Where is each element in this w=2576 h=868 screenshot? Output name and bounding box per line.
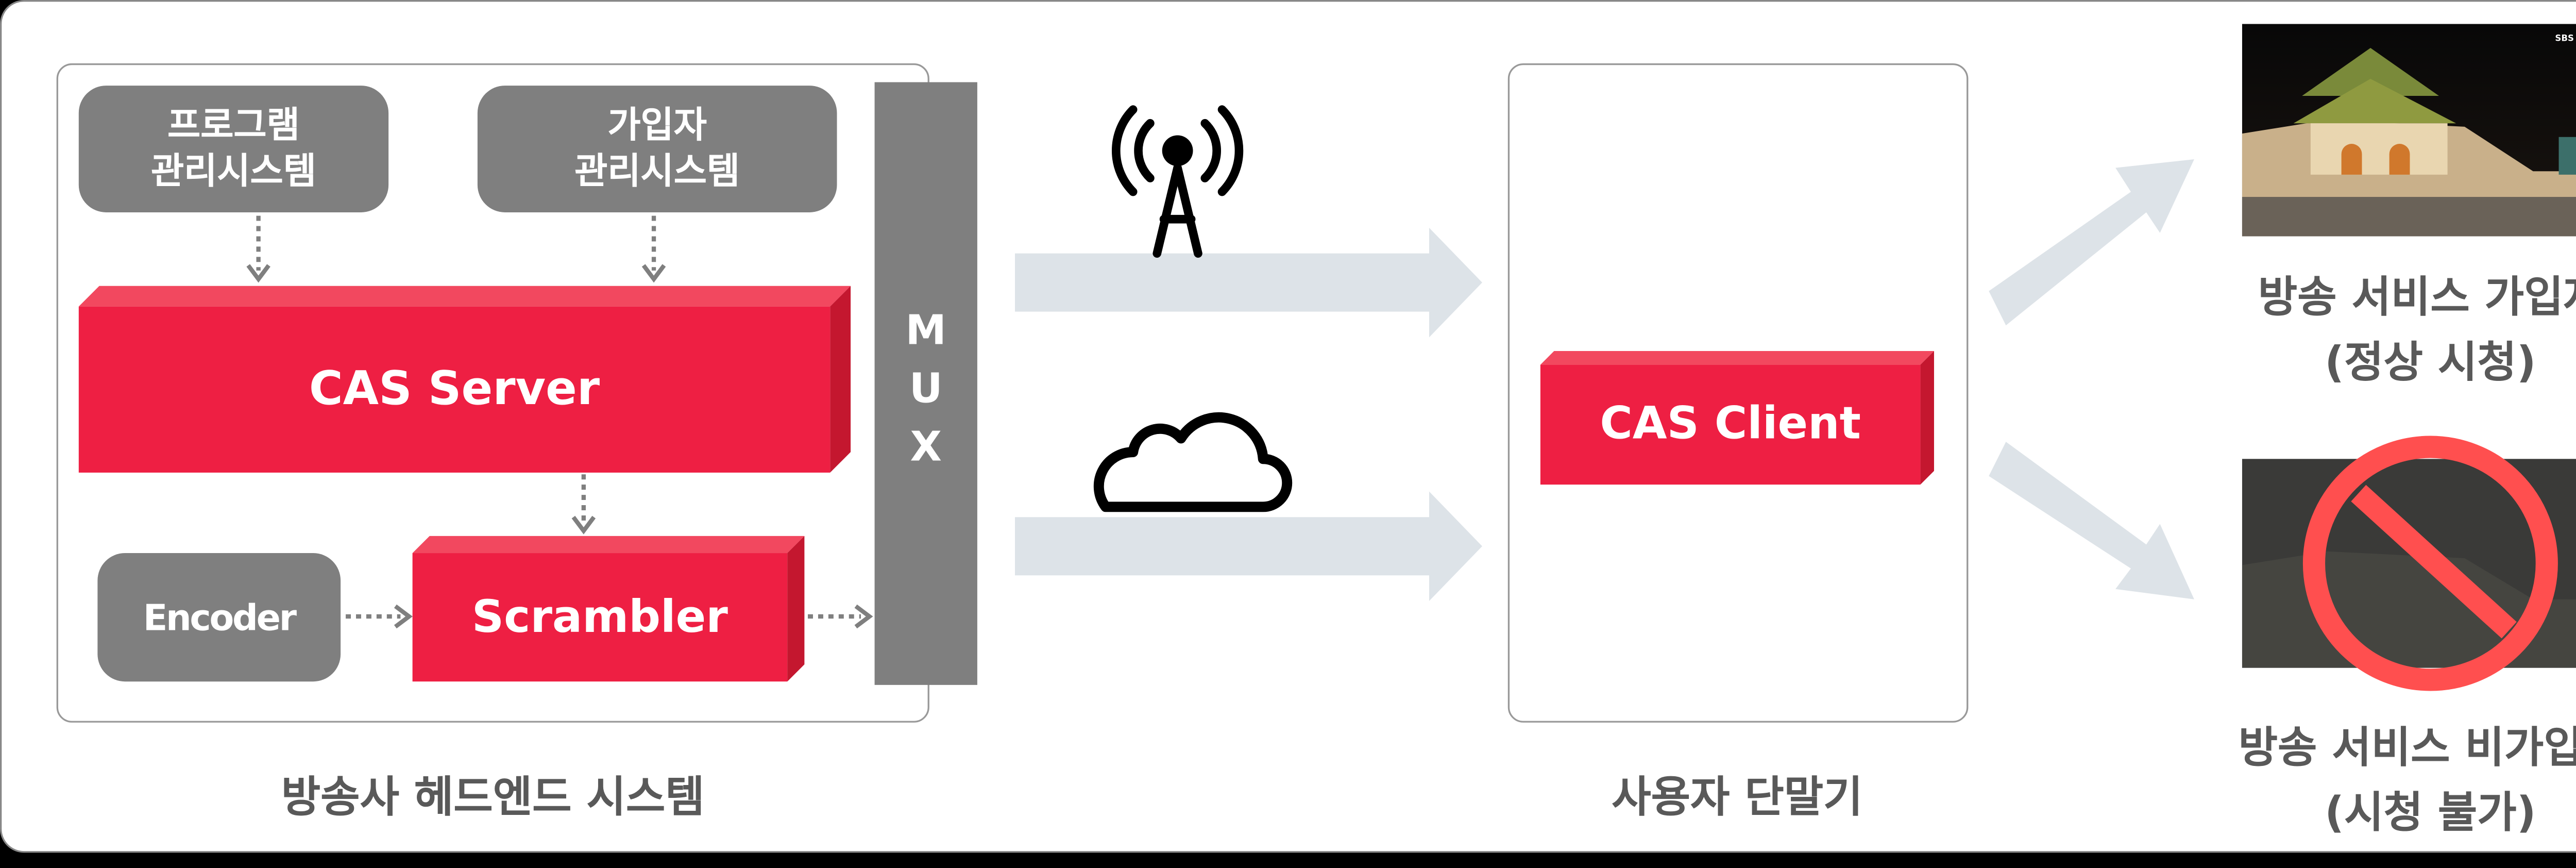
- mux-block: M U X: [874, 82, 977, 685]
- program-mgmt-line1: 프로그램: [167, 104, 300, 146]
- mux-letter: X: [910, 423, 942, 471]
- subscriber-caption-line1: 방송 서비스 가입자: [2258, 272, 2576, 322]
- tv-image-blocked: [2242, 436, 2576, 691]
- scrambler-block: Scrambler: [412, 536, 805, 682]
- terminal-title: 사용자 단말기: [1612, 772, 1863, 822]
- non-subscriber-caption-line2: (시청 불가): [2325, 788, 2536, 838]
- subscriber-mgmt-line1: 가입자: [607, 104, 707, 146]
- subscriber-caption: 방송 서비스 가입자 (정상 시청): [2157, 265, 2576, 395]
- sbs-logo: SBS UHD: [2555, 34, 2576, 43]
- mux-letter: M: [905, 306, 946, 355]
- subscriber-caption-line2: (정상 시청): [2325, 337, 2536, 387]
- non-subscriber-caption: 방송 서비스 비가입자 (시청 불가): [2157, 716, 2576, 846]
- scrambler-label: Scrambler: [412, 553, 788, 682]
- tv-image-normal: SBS UHD: [2242, 24, 2576, 237]
- prohibited-icon: [2302, 436, 2558, 691]
- mux-letter: U: [909, 364, 943, 413]
- cas-client-block: CAS Client: [1540, 351, 1934, 485]
- subscriber-mgmt-line2: 관리시스템: [574, 151, 740, 192]
- non-subscriber-caption-line1: 방송 서비스 비가입자: [2238, 722, 2576, 773]
- cloud-icon: [1093, 412, 1293, 512]
- cas-server-block: CAS Server: [78, 286, 851, 473]
- cas-server-label: CAS Server: [78, 306, 831, 473]
- encoder-box: Encoder: [97, 553, 341, 682]
- arrow-to-non-subscriber: [1989, 442, 2194, 599]
- headend-title: 방송사 헤드엔드 시스템: [281, 772, 705, 822]
- cas-client-label: CAS Client: [1540, 364, 1921, 485]
- broadcast-tower-icon: [1111, 105, 1244, 258]
- transmission-arrow-network: [1015, 491, 1482, 602]
- program-mgmt-line2: 관리시스템: [150, 151, 316, 192]
- transmission-arrow-broadcast: [1015, 227, 1482, 338]
- arrow-to-subscriber: [1989, 159, 2194, 326]
